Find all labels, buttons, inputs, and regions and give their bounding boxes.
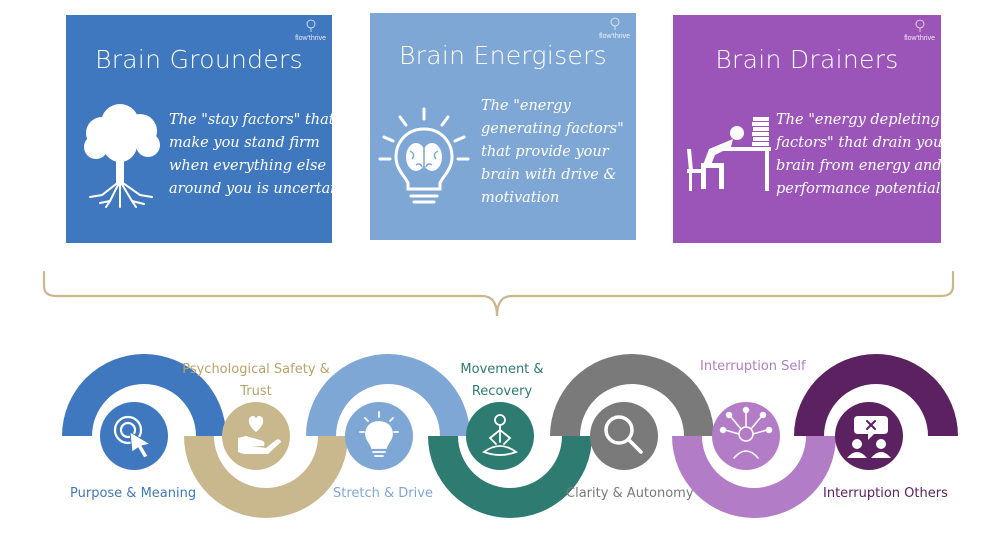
logo-text: flow'thrive [599,33,630,40]
exhausted-worker-icon [681,113,773,197]
wave-arc-stretch [306,354,470,436]
factor-label-purpose: Purpose & Meaning [70,486,197,501]
logo-tree-icon [306,19,315,32]
card-brain-drainers: flow'thrive Brain Drainers The "energy d… [673,15,949,243]
description-line: performance potential [776,181,941,197]
description-line: generating factors" [481,121,624,137]
description-line: when everything else [169,158,327,174]
logo-text: flow'thrive [904,35,935,42]
wave-arc-safety [184,436,348,518]
wave-arc-clarity [550,354,714,436]
description-line: that provide your [481,144,609,160]
card-description: The "stay factors" that make you stand f… [169,109,344,201]
flowthrive-logo: flow'thrive [904,19,935,42]
description-line: The "stay factors" that [169,112,335,128]
magnifier-icon [604,415,643,454]
wave-arc-interruption-self [672,436,836,518]
card-title: Brain Drainers [715,45,899,74]
description-line: brain from energy and [776,158,942,174]
wave-arc-movement [428,436,592,518]
description-line: The "energy depleting [776,112,940,128]
description-line: factors" that drain your [776,135,950,151]
description-line: motivation [481,190,560,206]
close-icon [866,420,876,430]
factor-circle-safety [222,402,290,470]
lightbulb-brain-icon [378,107,470,211]
card-title: Brain Grounders [95,45,303,74]
factor-label-interruption-self: Interruption Self [700,359,806,374]
description-line: make you stand firm [169,135,320,151]
wave-arc-purpose [62,354,226,436]
distracted-person-icon [719,406,773,459]
logo-tree-icon [915,19,924,32]
description-line: brain with drive & [481,167,617,183]
meditation-icon [482,414,518,456]
logo-text: flow'thrive [295,35,326,42]
factor-circle-interruption-self [712,402,780,470]
lightbulb-icon [359,411,399,457]
heart-in-hand-icon [238,416,281,454]
cursor-click-icon [113,415,152,459]
card-brain-energisers: flow'thrive Brain Energisers The "energy… [370,13,636,240]
factor-label-stretch: Stretch & Drive [333,486,433,501]
card-title: Brain Energisers [398,41,608,70]
factor-label-clarity: Clarity & Autonomy [566,486,694,501]
wave-arc-interruption-others [794,354,958,436]
logo-tree-icon [610,17,619,30]
description-line: around you is uncertain [169,181,345,197]
flowthrive-logo: flow'thrive [295,19,326,42]
factor-label-safety: Psychological Safety & Trust [182,362,330,399]
tree-icon [80,103,164,213]
factor-label-movement: Movement & Recovery [460,362,544,399]
people-chat-icon [847,416,891,458]
description-line: The "energy [481,98,571,114]
factor-label-interruption-others: Interruption Others [823,486,948,501]
flowthrive-logo: flow'thrive [599,17,630,40]
card-description: The "energy depleting factors" that drai… [776,109,949,201]
card-brain-grounders: flow'thrive Brain Grounders The "stay fa… [66,15,344,243]
grouping-bracket [42,270,955,317]
card-description: The "energy generating factors" that pro… [481,95,624,210]
factor-circle-clarity [590,402,658,470]
